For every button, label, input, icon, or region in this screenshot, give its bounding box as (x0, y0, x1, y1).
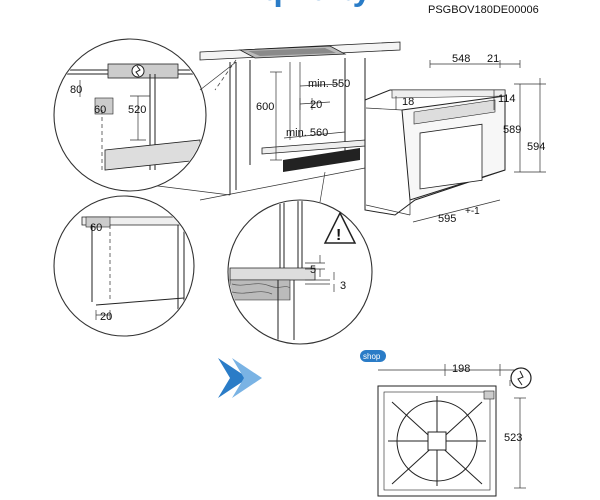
dim-min-560: min. 560 (286, 127, 328, 139)
vent-slot (283, 148, 360, 172)
watermark-text: qwerty (262, 0, 372, 8)
dim-114: 114 (498, 93, 516, 105)
dim-595: 595 (438, 213, 456, 225)
dim-60-socket: 60 (94, 104, 106, 116)
dim-595-tolerance: +-1 (465, 206, 480, 217)
watermark-badge: shop (363, 352, 381, 361)
oven-drawing: 548 21 18 114 589 594 595 +-1 (364, 53, 546, 225)
dim-594: 594 (527, 141, 545, 153)
cabinet-perspective: min. 550 20 600 min. 560 (149, 41, 401, 201)
detail-circle-vent: ! 5 3 (227, 171, 373, 345)
svg-text:!: ! (336, 227, 341, 244)
dim-20-top: 20 (310, 99, 322, 111)
dim-80: 80 (70, 84, 82, 96)
dim-198: 198 (452, 363, 470, 375)
dim-600: 600 (256, 101, 274, 113)
detail-circle-socket: 80 60 520 (53, 38, 237, 192)
detail-circle-floor: 60 20 (53, 195, 195, 337)
warning-icon (323, 211, 357, 244)
power-icon (517, 370, 524, 386)
dim-20-floor: 20 (100, 311, 112, 323)
dim-60-floor: 60 (90, 222, 102, 234)
dim-21: 21 (487, 53, 499, 65)
document-code: PSGBOV180DE00006 (428, 4, 539, 16)
dim-5: 5 (310, 264, 316, 276)
dim-520: 520 (128, 104, 146, 116)
dim-523: 523 (504, 432, 522, 444)
dim-18: 18 (402, 96, 414, 108)
oven-back-view: 198 523 (377, 363, 532, 497)
dim-548: 548 (452, 53, 470, 65)
power-icon (135, 65, 141, 77)
dim-3: 3 (340, 280, 346, 292)
watermark-logo: qwerty shop (218, 0, 386, 398)
dim-min-550: min. 550 (308, 78, 350, 90)
dim-589: 589 (503, 124, 521, 136)
